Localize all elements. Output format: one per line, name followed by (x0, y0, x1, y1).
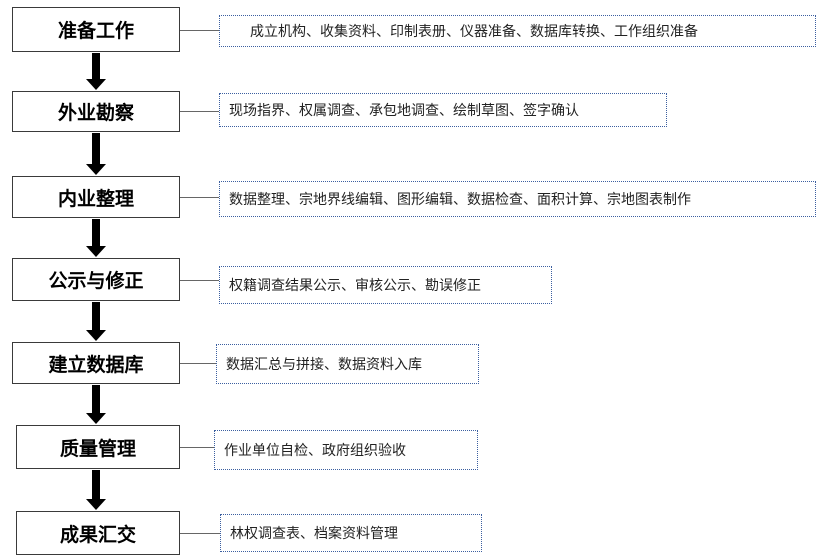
down-arrow-icon (86, 219, 106, 257)
connector-line-1 (180, 30, 219, 31)
detail-text-3: 数据整理、宗地界线编辑、图形编辑、数据检查、面积计算、宗地图表制作 (229, 192, 691, 208)
connector-line-7 (180, 533, 220, 534)
detail-box-7: 林权调查表、档案资料管理 (220, 514, 482, 552)
down-arrow-icon (86, 302, 106, 341)
step-title-5: 建立数据库 (48, 353, 144, 376)
detail-text-7: 林权调查表、档案资料管理 (230, 526, 398, 542)
detail-box-3: 数据整理、宗地界线编辑、图形编辑、数据检查、面积计算、宗地图表制作 (219, 181, 816, 217)
detail-text-5: 数据汇总与拼接、数据资料入库 (226, 357, 422, 373)
step-box-2: 外业勘察 (12, 91, 180, 132)
detail-box-2: 现场指界、权属调查、承包地调查、绘制草图、签字确认 (219, 93, 667, 127)
step-box-1: 准备工作 (12, 7, 180, 52)
detail-text-2: 现场指界、权属调查、承包地调查、绘制草图、签字确认 (229, 103, 579, 119)
step-box-7: 成果汇交 (16, 511, 180, 555)
down-arrow-icon (86, 385, 106, 424)
step-title-4: 公示与修正 (48, 270, 144, 292)
step-box-3: 内业整理 (12, 176, 180, 218)
step-title-2: 外业勘察 (57, 102, 134, 124)
connector-line-5 (180, 363, 216, 364)
step-title-1: 准备工作 (57, 20, 134, 42)
detail-text-6: 作业单位自检、政府组织验收 (224, 443, 406, 459)
step-title-7: 成果汇交 (59, 523, 136, 546)
detail-box-6: 作业单位自检、政府组织验收 (214, 430, 478, 470)
down-arrow-icon (86, 133, 106, 175)
detail-box-4: 权籍调查结果公示、审核公示、勘误修正 (219, 266, 552, 304)
connector-line-2 (180, 111, 219, 112)
connector-line-6 (180, 447, 214, 448)
step-box-6: 质量管理 (16, 425, 180, 469)
step-title-6: 质量管理 (59, 437, 136, 460)
detail-box-1: 成立机构、收集资料、印制表册、仪器准备、数据库转换、工作组织准备 (219, 15, 816, 47)
step-title-3: 内业整理 (57, 187, 134, 210)
detail-text-1: 成立机构、收集资料、印制表册、仪器准备、数据库转换、工作组织准备 (250, 24, 698, 40)
down-arrow-icon (86, 53, 106, 90)
step-box-4: 公示与修正 (12, 258, 180, 301)
step-box-5: 建立数据库 (12, 342, 180, 384)
detail-text-4: 权籍调查结果公示、审核公示、勘误修正 (229, 278, 481, 294)
down-arrow-icon (86, 470, 106, 510)
connector-line-3 (180, 197, 219, 198)
connector-line-4 (180, 280, 219, 281)
detail-box-5: 数据汇总与拼接、数据资料入库 (216, 344, 479, 384)
